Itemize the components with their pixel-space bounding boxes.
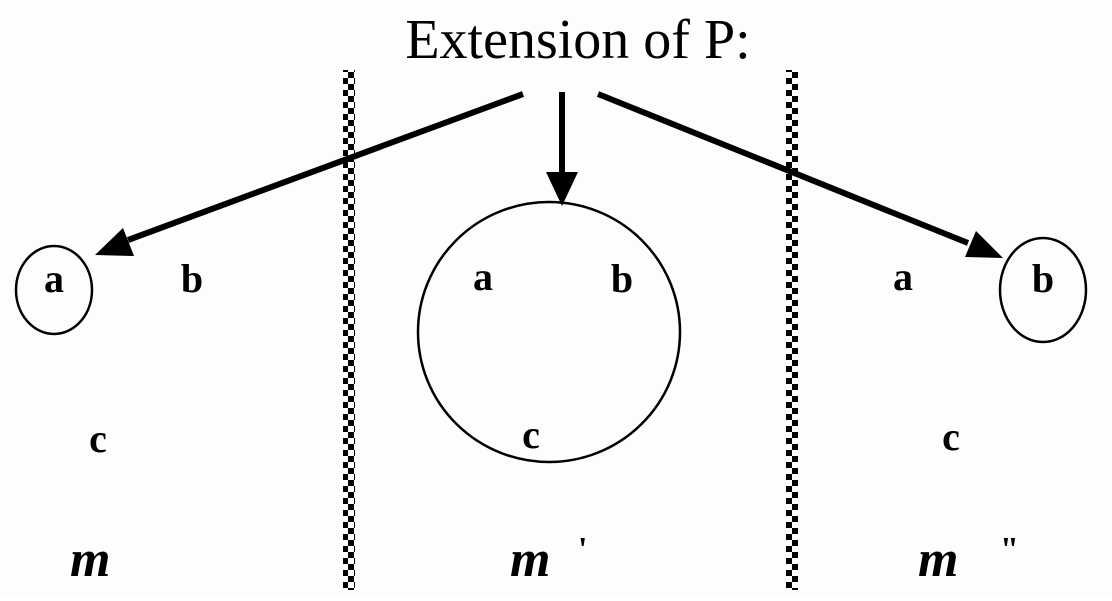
extension-circle-m-prime	[416, 200, 682, 464]
arrow-to-m-double-prime	[596, 91, 1003, 258]
individual-c: c	[942, 414, 960, 459]
model-divider-right	[786, 70, 798, 590]
individual-a: a	[893, 254, 913, 299]
model-m-prime: a b c m '	[416, 200, 682, 588]
diagram-title: Extension of P:	[405, 9, 750, 71]
individual-a: a	[473, 254, 493, 299]
individual-b: b	[611, 256, 633, 301]
extension-circle-m	[14, 244, 94, 336]
individual-c: c	[89, 416, 107, 461]
individual-c: c	[522, 412, 540, 457]
model-prime-mark: "	[1000, 531, 1019, 568]
arrow-to-m-prime	[546, 92, 578, 206]
model-label: m	[70, 531, 110, 588]
individual-b: b	[181, 256, 203, 301]
individual-a: a	[44, 256, 64, 301]
model-divider-left	[343, 70, 355, 590]
model-prime-mark: '	[578, 531, 587, 568]
model-label: m	[918, 531, 958, 588]
extension-circle-m-double-prime	[998, 236, 1088, 344]
model-m: a b c m	[14, 244, 203, 588]
arrow-to-m	[95, 91, 525, 256]
individual-b: b	[1032, 256, 1054, 301]
model-m-double-prime: a b c m "	[893, 236, 1088, 588]
model-label: m	[510, 531, 550, 588]
